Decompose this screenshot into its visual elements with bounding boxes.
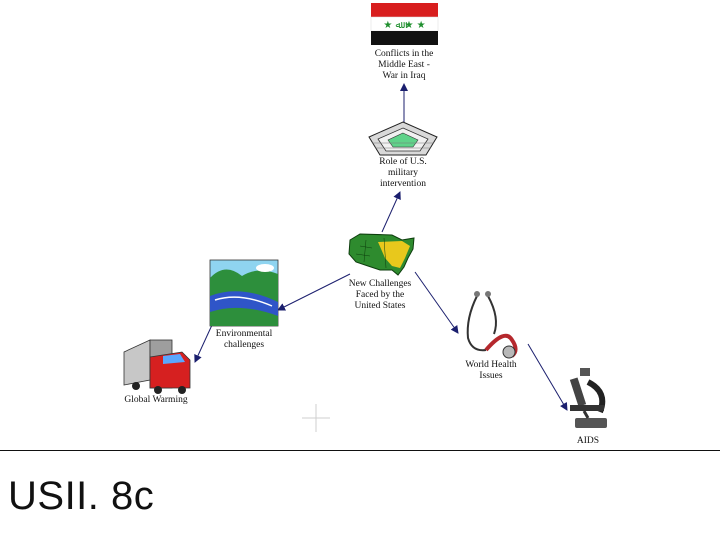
arrow-center-to-health	[414, 271, 459, 334]
svg-text:★ ﷲ ★ ★: ★ ﷲ ★ ★	[383, 20, 425, 31]
microscope-icon	[569, 368, 607, 428]
us-map-icon	[348, 233, 415, 276]
landscape-river-icon	[209, 259, 279, 327]
stethoscope-icon	[466, 291, 518, 359]
arrow-environment-to-warming	[194, 324, 213, 363]
arrow-health-to-aids	[527, 343, 568, 411]
arrow-center-to-environment	[277, 273, 351, 311]
iraq-flag-icon: ★ ﷲ ★ ★	[370, 3, 439, 45]
footer-divider	[0, 450, 720, 451]
node-label-center: New Challenges Faced by the United State…	[348, 279, 412, 311]
node-label-aids: AIDS	[576, 436, 600, 446]
delivery-truck-icon	[123, 339, 191, 394]
arrow-center-to-military	[381, 191, 401, 233]
node-label-military: Role of U.S. military intervention	[379, 157, 427, 189]
node-label-environment: Environmental challenges	[215, 329, 273, 350]
slide-title: USII. 8c	[8, 474, 155, 518]
crosshair-mark	[302, 404, 330, 432]
node-label-health: World Health Issues	[465, 360, 517, 381]
pentagon-building-icon	[368, 121, 438, 156]
node-label-iraq: Conflicts in the Middle East - War in Ir…	[374, 49, 434, 81]
concept-map: ★ ﷲ ★ ★	[123, 3, 607, 432]
node-label-warming: Global Warming	[124, 395, 188, 405]
